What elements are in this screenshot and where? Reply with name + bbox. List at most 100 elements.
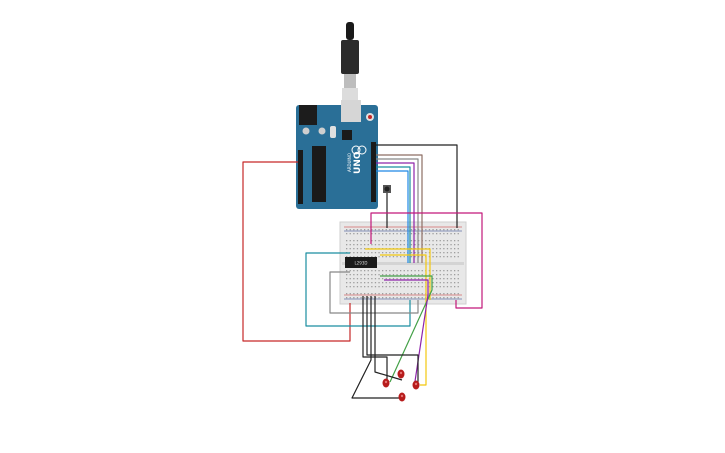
breadboard-hole — [403, 274, 405, 276]
breadboard-hole — [410, 244, 413, 246]
wire-yellow-b[interactable] — [380, 254, 427, 386]
led-1[interactable] — [382, 378, 390, 388]
breadboard-hole — [378, 274, 380, 276]
breadboard-hole — [392, 252, 395, 254]
breadboard-hole — [432, 244, 434, 246]
breadboard-hole — [356, 293, 359, 295]
led-2[interactable] — [397, 369, 405, 379]
breadboard-hole — [439, 278, 441, 280]
breadboard-hole — [407, 270, 409, 272]
breadboard-hole — [385, 274, 387, 276]
wire-purple[interactable] — [376, 162, 415, 263]
breadboard-hole — [457, 274, 459, 276]
wire-teal-b[interactable] — [305, 252, 411, 327]
wire-black-f[interactable] — [374, 296, 403, 381]
breadboard-hole — [450, 240, 452, 242]
breadboard-hole — [392, 278, 395, 280]
led-4[interactable] — [398, 392, 406, 402]
breadboard-hole — [371, 282, 373, 284]
breadboard-hole — [385, 297, 387, 299]
breadboard-hole — [457, 270, 459, 272]
breadboard-hole — [367, 282, 369, 284]
breadboard-hole — [400, 286, 402, 288]
arduino-board[interactable]: UNO ARDUINO — [296, 100, 378, 209]
breadboard-hole — [389, 240, 391, 242]
breadboard-hole — [374, 274, 377, 276]
breadboard-hole — [454, 278, 456, 280]
breadboard-hole — [418, 270, 420, 272]
wire-teal-a[interactable] — [376, 166, 411, 263]
chip-label: L293D — [355, 261, 368, 266]
breadboard-hole — [439, 274, 441, 276]
breadboard-hole — [414, 256, 416, 258]
board-brand-label: ARDUINO — [347, 153, 352, 172]
breadboard-hole — [349, 286, 351, 288]
wire-yellow-a[interactable] — [365, 248, 431, 300]
breadboard-hole — [446, 270, 449, 272]
breadboard-hole — [414, 293, 416, 295]
breadboard-hole — [410, 233, 413, 235]
breadboard-hole — [382, 297, 384, 299]
breadboard-hole — [432, 278, 434, 280]
breadboard-hole — [454, 293, 456, 295]
breadboard-hole — [407, 274, 409, 276]
breadboard-hole — [457, 240, 459, 242]
breadboard-hole — [457, 256, 459, 258]
breadboard-hole — [392, 274, 395, 276]
breadboard-hole — [360, 229, 362, 231]
breadboard-hole — [454, 274, 456, 276]
breadboard-hole — [353, 233, 355, 235]
breadboard-hole — [418, 278, 420, 280]
breadboard-hole — [410, 297, 413, 299]
arduino-logo-icon — [351, 145, 361, 155]
breadboard-hole — [457, 286, 459, 288]
breadboard-hole — [454, 252, 456, 254]
breadboard-hole — [356, 282, 359, 284]
wire-black-e[interactable] — [351, 296, 400, 399]
breadboard-hole — [446, 240, 449, 242]
breadboard-hole — [418, 252, 420, 254]
breadboard-hole — [364, 293, 366, 295]
wire-red[interactable] — [242, 161, 351, 342]
breadboard-hole — [454, 229, 456, 231]
breadboard-hole — [374, 282, 377, 284]
breadboard-hole — [382, 278, 384, 280]
breadboard-hole — [439, 229, 441, 231]
breadboard-hole — [349, 297, 351, 299]
wire-gray[interactable] — [376, 158, 419, 263]
breadboard-hole — [356, 248, 359, 250]
wire-brown[interactable] — [376, 154, 423, 263]
wire-magenta[interactable] — [370, 212, 483, 309]
wire-blue[interactable] — [376, 170, 409, 263]
breadboard-hole — [439, 252, 441, 254]
wire-gray-b[interactable] — [329, 271, 419, 314]
motor-driver-chip[interactable]: L293D — [345, 257, 377, 268]
breadboard-hole — [396, 229, 398, 231]
breadboard-hole — [367, 270, 369, 272]
breadboard-hole — [346, 256, 348, 258]
breadboard-hole — [385, 278, 387, 280]
breadboard-hole — [367, 278, 369, 280]
usb-cable[interactable] — [341, 22, 359, 104]
breadboard-hole — [364, 282, 366, 284]
wire-purple-b[interactable] — [384, 279, 429, 389]
breadboard-hole — [432, 248, 434, 250]
led-3[interactable] — [412, 380, 420, 390]
breadboard-hole — [346, 244, 348, 246]
wire-black-d[interactable] — [366, 296, 419, 382]
breadboard-hole — [443, 248, 445, 250]
breadboard-hole — [432, 282, 434, 284]
breadboard-hole — [432, 256, 434, 258]
wire-green[interactable] — [380, 275, 433, 383]
breadboard-hole — [446, 286, 449, 288]
breadboard-hole — [407, 278, 409, 280]
wires — [242, 144, 483, 399]
wire-black[interactable] — [376, 144, 458, 228]
breadboard-hole — [446, 278, 449, 280]
breadboard-hole — [436, 297, 438, 299]
breadboard-hole — [389, 282, 391, 284]
breadboard-hole — [425, 252, 427, 254]
breadboard-hole — [400, 293, 402, 295]
pushbutton[interactable] — [383, 185, 391, 193]
breadboard-hole — [353, 286, 355, 288]
